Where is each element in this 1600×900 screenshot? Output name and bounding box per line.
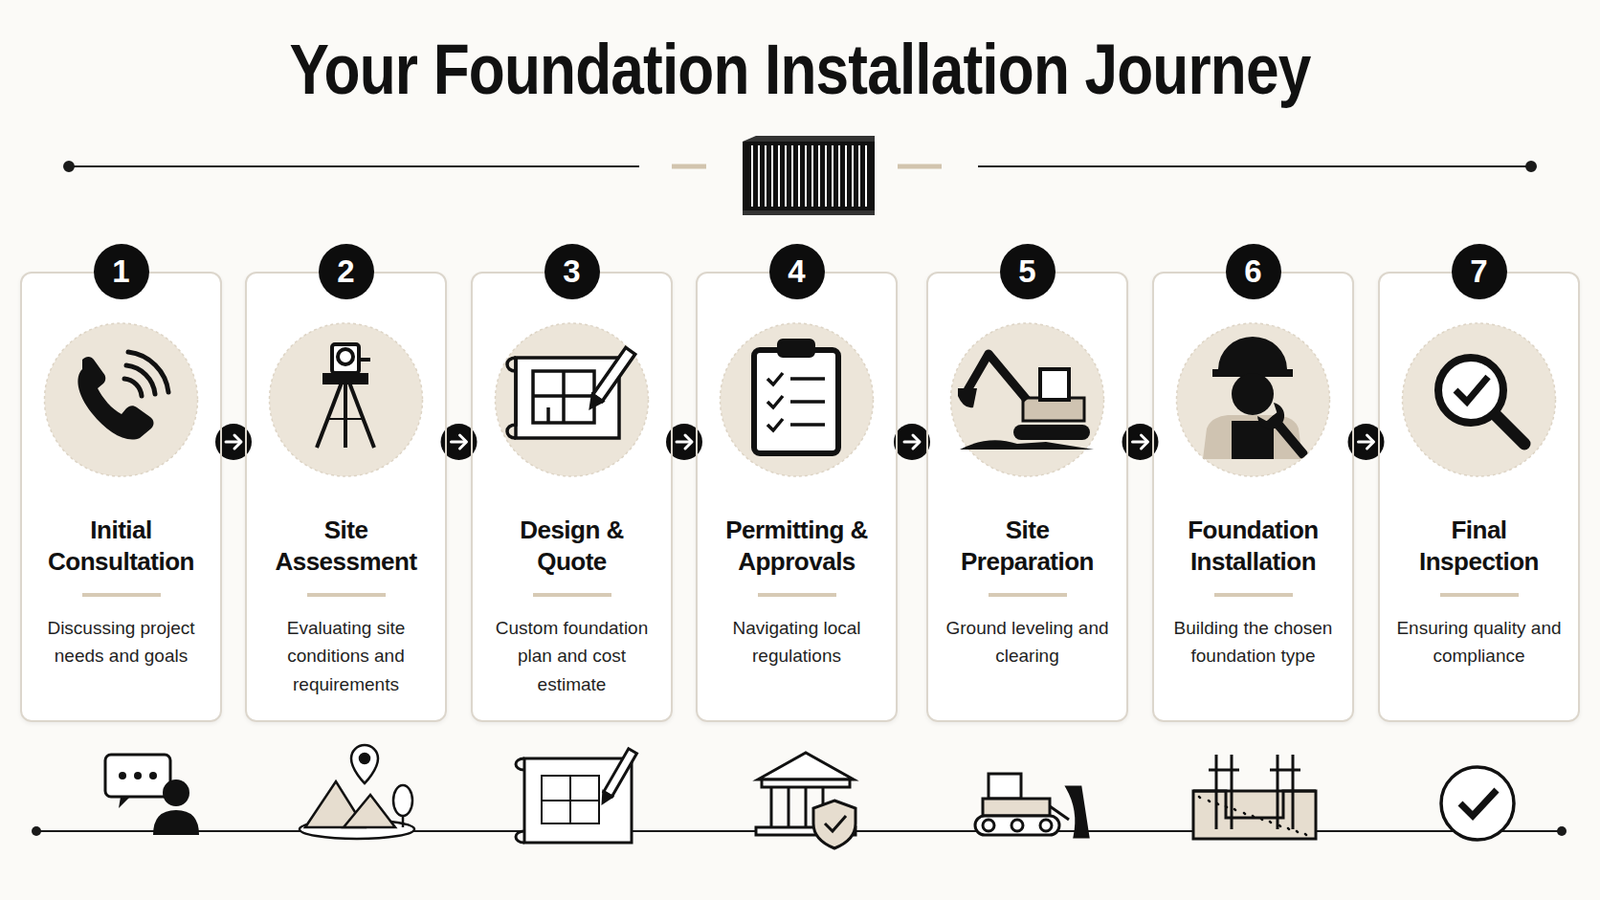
card-fill <box>927 272 1128 722</box>
callout-number: 6 <box>1244 253 1262 290</box>
step-card: Initial ConsultationDiscussing project n… <box>20 271 223 723</box>
terrain-pin-icon <box>299 745 415 840</box>
callout-number: 7 <box>1469 253 1488 290</box>
step-title: Site Assessment <box>258 514 434 578</box>
card-fill <box>21 272 222 722</box>
container-icon <box>742 135 875 216</box>
step-card: Foundation InstallationBuilding the chos… <box>1152 271 1355 723</box>
icon-backdrop <box>495 323 649 477</box>
step-number: 6 <box>1225 244 1282 300</box>
callout-number: 2 <box>336 253 355 290</box>
callout-number: 5 <box>1018 253 1036 290</box>
foundation-piles-icon <box>1193 755 1316 840</box>
divider <box>533 593 612 598</box>
step-description: Discussing project needs and goals <box>33 614 209 671</box>
divider <box>307 593 386 598</box>
divider <box>1214 593 1293 598</box>
step-arrow <box>893 423 931 461</box>
card-fill <box>1153 272 1354 722</box>
card-fill <box>1378 272 1579 722</box>
callout-number: 3 <box>562 253 580 290</box>
step-description: Ground leveling and clearing <box>939 614 1115 671</box>
bulldozer-icon <box>975 774 1089 838</box>
callout-number: 1 <box>111 253 130 290</box>
step-card: Site PreparationGround leveling and clea… <box>926 271 1129 723</box>
divider <box>1440 593 1519 598</box>
bottom-rule <box>31 826 1567 837</box>
step-number: 7 <box>1451 244 1508 300</box>
step-card: Final InspectionEnsuring quality and com… <box>1377 271 1580 723</box>
step-description: Ensuring quality and compliance <box>1391 614 1567 671</box>
excavator-icon <box>957 354 1094 450</box>
blueprint-icon <box>507 347 636 439</box>
step-description: Building the chosen foundation type <box>1165 614 1341 671</box>
step-card: Permitting & ApprovalsNavigating local r… <box>695 271 898 723</box>
check-circle-icon <box>1441 767 1514 841</box>
step-title: Design & Quote <box>484 514 660 578</box>
icon-backdrop <box>44 323 199 477</box>
card-fill <box>471 272 672 722</box>
callout-number: 4 <box>787 253 805 290</box>
government-building-icon <box>755 753 856 849</box>
step-description: Navigating local regulations <box>709 614 885 671</box>
step-number: 5 <box>1000 244 1056 300</box>
icon-backdrop <box>1177 323 1331 477</box>
step-number: 2 <box>318 244 375 300</box>
step-card: Site AssessmentEvaluating site condition… <box>244 271 447 723</box>
card-fill <box>245 272 446 722</box>
step-card: Design & QuoteCustom foundation plan and… <box>470 271 673 723</box>
diagram-title: Your Foundation Installation Journey <box>128 28 1472 111</box>
step-title: Foundation Installation <box>1165 514 1341 578</box>
step-title: Final Inspection <box>1391 514 1567 578</box>
step-number: 1 <box>93 244 150 300</box>
divider <box>82 593 161 598</box>
clipboard-icon <box>754 340 839 454</box>
divider <box>988 593 1067 598</box>
icon-backdrop <box>720 323 874 477</box>
card-fill <box>696 272 897 722</box>
worker-icon <box>1202 336 1315 466</box>
icon-backdrop <box>951 323 1105 477</box>
step-description: Evaluating site conditions and requireme… <box>258 614 434 699</box>
phone-icon <box>77 352 169 441</box>
step-title: Initial Consultation <box>33 514 209 578</box>
step-number: 4 <box>769 244 825 300</box>
divider <box>757 593 837 598</box>
step-description: Custom foundation plan and cost estimate <box>484 614 660 699</box>
step-title: Site Preparation <box>939 514 1115 578</box>
magnifier-icon <box>1438 357 1525 445</box>
step-number: 3 <box>544 244 600 300</box>
icon-backdrop <box>1402 323 1556 477</box>
chat-person-icon <box>105 755 200 836</box>
survey-tripod-icon <box>316 344 375 448</box>
plan-icon <box>515 749 637 844</box>
icon-backdrop <box>269 323 423 477</box>
step-title: Permitting & Approvals <box>709 514 885 578</box>
